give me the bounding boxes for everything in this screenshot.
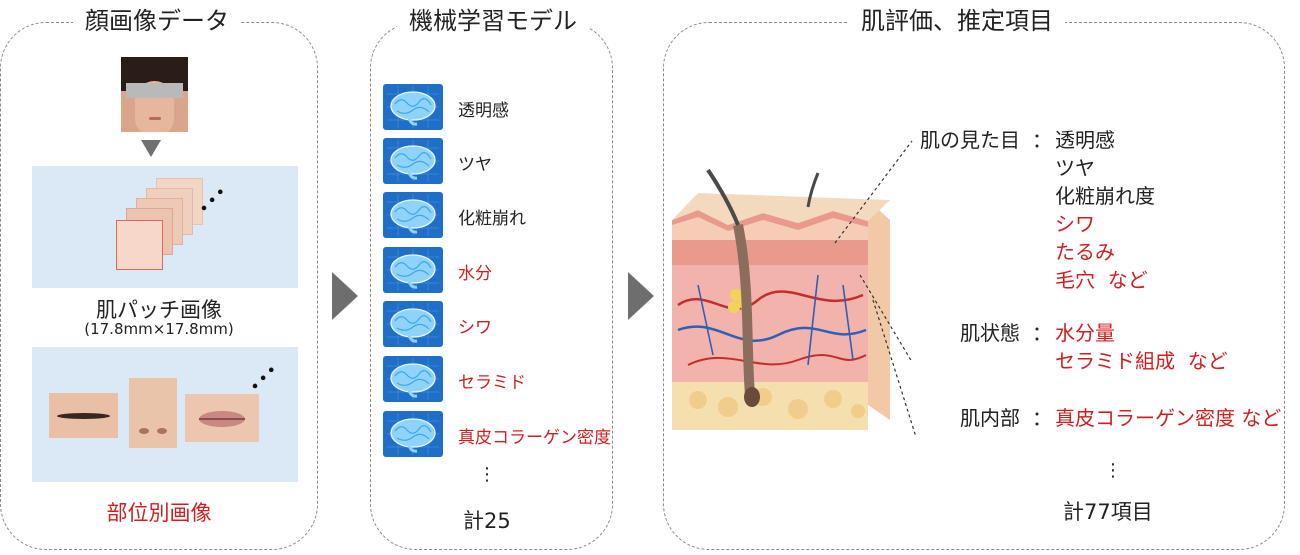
evaluation-colon: ： — [1032, 321, 1052, 345]
down-arrow-icon — [141, 140, 161, 157]
evaluation-category: 肌状態 — [960, 321, 1020, 345]
brain-icon — [383, 138, 443, 184]
brain-icon — [383, 356, 443, 402]
model-label: 化粧崩れ — [458, 209, 526, 229]
model-label: 透明感 — [458, 101, 509, 121]
evaluation-ellipsis: ⋮ — [1104, 460, 1122, 481]
skin-eval-panel: 肌評価、推定項目 — [663, 1, 1285, 550]
evaluation-total: 計77項目 — [1063, 500, 1153, 524]
model-ellipsis: ⋮ — [478, 464, 496, 485]
brain-icon — [383, 411, 443, 457]
model-item: 化粧崩れ — [383, 192, 613, 240]
evaluation-category: 肌の見た目 — [920, 128, 1020, 152]
evaluation-item: たるみ — [1055, 240, 1115, 264]
part-image-label: 部位別画像 — [106, 501, 212, 525]
brain-icon — [383, 301, 443, 347]
patch-label: 肌パッチ画像 — [96, 298, 222, 322]
patch-size: (17.8mm×17.8mm) — [84, 320, 234, 338]
evaluation-colon: ： — [1032, 128, 1052, 152]
evaluation-item: 透明感 — [1055, 128, 1115, 152]
evaluation-item: 真皮コラーゲン密度 など — [1055, 406, 1282, 430]
model-item: セラミド — [383, 356, 613, 404]
model-item: 透明感 — [383, 84, 613, 132]
model-item: シワ — [383, 301, 613, 349]
skin-cross-section-illustration — [672, 168, 890, 430]
ml-model-title: 機械学習モデル — [397, 1, 589, 41]
brain-icon — [383, 192, 443, 238]
evaluation-item: シワ — [1055, 212, 1095, 236]
model-label: ツヤ — [458, 155, 492, 175]
mouth-photo — [185, 394, 259, 442]
eye-photo — [49, 393, 118, 438]
eye-mask — [126, 83, 183, 98]
evaluation-item: セラミド組成 など — [1055, 349, 1228, 373]
skin-eval-title: 肌評価、推定項目 — [849, 1, 1065, 41]
model-label: 水分 — [458, 264, 492, 284]
nose-photo — [129, 378, 177, 448]
model-label: 真皮コラーゲン密度 — [458, 428, 611, 448]
brain-icon — [383, 247, 443, 293]
face-photo — [121, 57, 188, 132]
brain-icon — [383, 84, 443, 130]
evaluation-item: ツヤ — [1055, 156, 1095, 180]
evaluation-category: 肌内部 — [960, 406, 1020, 430]
skin-patch — [116, 220, 163, 270]
model-item: 真皮コラーゲン密度 — [383, 411, 613, 459]
evaluation-item: 毛穴 など — [1055, 268, 1148, 292]
evaluation-item: 化粧崩れ度 — [1055, 184, 1155, 208]
model-label: セラミド — [458, 373, 526, 393]
ml-model-panel: 機械学習モデル — [370, 1, 613, 550]
arrow-right-icon — [332, 272, 358, 320]
face-data-title: 顔画像データ — [73, 1, 241, 41]
model-label: シワ — [458, 318, 492, 338]
model-item: ツヤ — [383, 138, 613, 186]
evaluation-colon: ： — [1032, 406, 1052, 430]
arrow-right-icon — [628, 272, 654, 320]
evaluation-item: 水分量 — [1055, 321, 1115, 345]
face-data-panel: 顔画像データ — [0, 1, 318, 550]
model-item: 水分 — [383, 247, 613, 295]
model-total: 計25 — [463, 509, 511, 533]
